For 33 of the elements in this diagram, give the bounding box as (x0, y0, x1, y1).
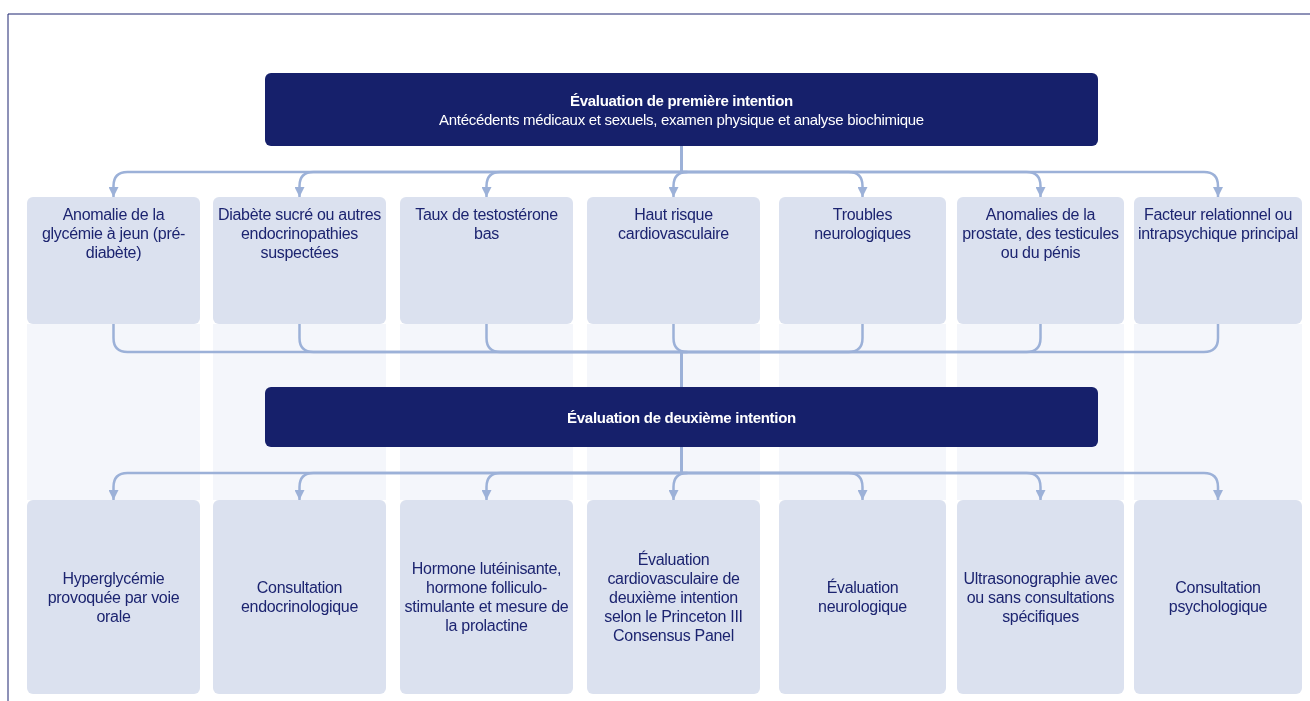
process-box (957, 500, 1124, 694)
process-box (587, 197, 760, 324)
process-box (27, 197, 200, 324)
box-text: Évaluation cardiovasculaire de deuxième intention selon le Princeton III Consensus Panel (603, 549, 744, 645)
box-text: Consultation endocrinologique (239, 578, 360, 616)
box-text: Antécédents médicaux et sexuels, examen physique et analyse biochimique (439, 109, 924, 129)
box-text: Haut risque cardiovasculaire (617, 205, 730, 243)
process-box (779, 500, 946, 694)
box-text: Ultrasonographie avec ou sans consultations spécifiques (962, 568, 1119, 626)
process-box (957, 197, 1124, 324)
process-box (400, 500, 573, 694)
process-box (400, 197, 573, 324)
box-heading: Évaluation de première intention (570, 90, 793, 110)
box-text: Taux de testostérone bas (414, 205, 559, 243)
box-text: Facteur relationnel ou intrapsychique principal (1138, 205, 1298, 243)
process-box (213, 197, 386, 324)
box-text: Hormone lutéinisante, hormone folliculo-stimulante et mesure de la prolactine (404, 559, 569, 635)
box-text: Consultation psychologique (1167, 578, 1269, 616)
process-box (1134, 197, 1302, 324)
process-box (779, 197, 946, 324)
process-box (1134, 500, 1302, 694)
box-text: Évaluation neurologique (817, 578, 908, 616)
process-box (213, 500, 386, 694)
header-box (265, 73, 1098, 146)
box-text: Hyperglycémie provoquée par voie orale (46, 568, 181, 626)
process-box (587, 500, 760, 694)
box-text: Anomalie de la glycémie à jeun (pré-diabète) (40, 205, 187, 262)
process-box (27, 500, 200, 694)
box-text: Troubles neurologiques (813, 205, 912, 243)
box-text: Évaluation de deuxième intention (567, 407, 796, 427)
header-box (265, 387, 1098, 447)
box-text: Anomalies de la prostate, des testicules ou du pénis (961, 205, 1120, 262)
box-text: Diabète sucré ou autres endocrinopathies suspectées (217, 205, 382, 262)
